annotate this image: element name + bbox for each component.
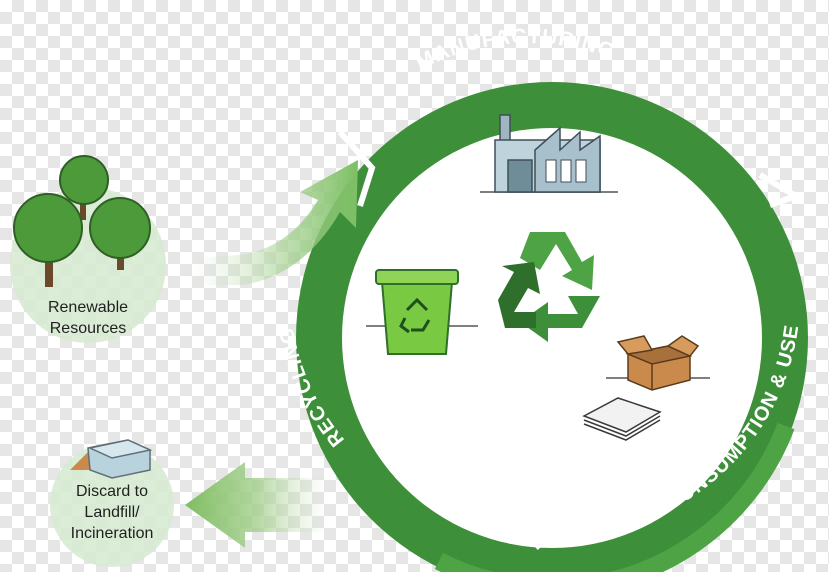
ring-separator-right bbox=[758, 172, 804, 208]
recycle-symbol-icon bbox=[498, 232, 600, 342]
discard-label-line3: Incineration bbox=[71, 525, 154, 542]
bin-recycle-icon bbox=[399, 297, 431, 334]
ring-separator-top bbox=[337, 130, 376, 207]
renewable-label-line2: Resources bbox=[50, 320, 126, 337]
renewable-label-line1: Renewable bbox=[48, 299, 128, 316]
ring-separator-bottom bbox=[515, 501, 554, 551]
paper-stack-icon bbox=[582, 397, 662, 441]
stage-label-manufacturing: MANUFACTURING bbox=[412, 25, 617, 74]
discard-label-line2: Landfill/ bbox=[84, 504, 140, 521]
ring-inner bbox=[342, 128, 762, 548]
cardboard-box-icon bbox=[606, 335, 710, 391]
discard-node: Discard to Landfill/ Incineration bbox=[50, 439, 174, 567]
trees-icon bbox=[13, 155, 151, 287]
discard-output-arrow bbox=[185, 462, 330, 548]
svg-text:MANUFACTURING: MANUFACTURING bbox=[412, 25, 618, 74]
recycle-bin-icon bbox=[366, 269, 478, 355]
discard-label-line1: Discard to bbox=[76, 483, 148, 500]
renewable-input-arrow bbox=[190, 160, 358, 285]
landfill-box-icon bbox=[70, 439, 153, 479]
renewable-resources-node: Renewable Resources bbox=[10, 155, 166, 343]
node-background bbox=[50, 443, 174, 567]
factory-icon bbox=[480, 114, 618, 193]
